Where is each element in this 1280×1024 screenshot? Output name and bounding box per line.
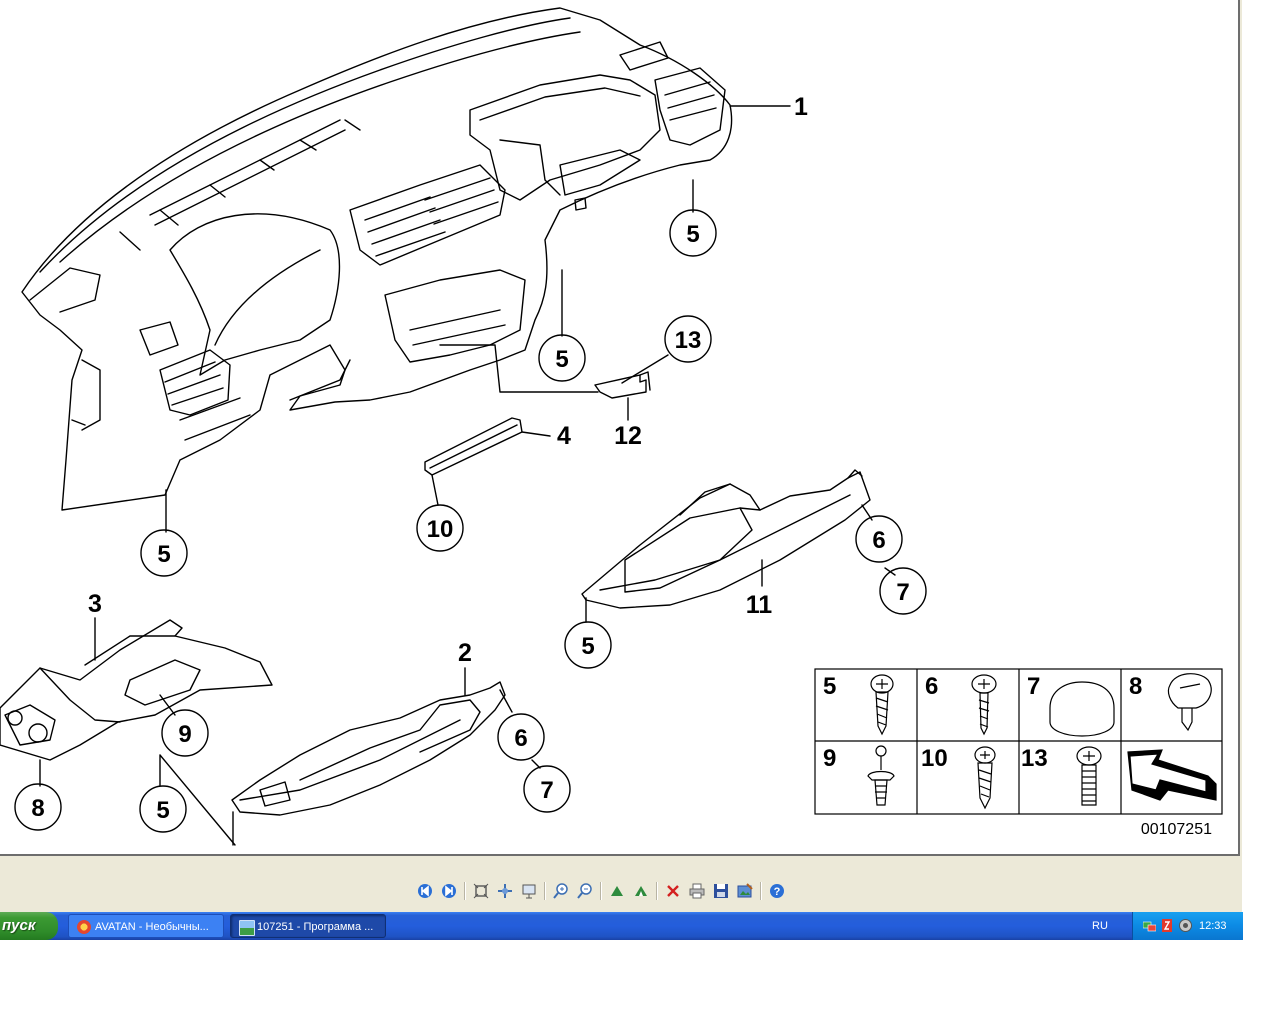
legend-cell-7-label: 7 [1027,673,1040,700]
clip-8-icon [1167,673,1212,732]
taskbar-button-label: 107251 - Программа ... [257,921,374,933]
callout-5b-circle [538,334,586,382]
tray-3-drawing [0,619,273,761]
rotate-right-icon[interactable] [632,882,650,900]
image-viewer-icon [239,920,255,936]
start-button[interactable]: пуск [0,912,58,940]
viewer-toolbar: ? [0,858,1242,912]
screw-6-icon [971,674,997,736]
callout-6a-circle [855,515,903,563]
settings-icon[interactable] [1179,919,1192,932]
legend-cell-8-label: 8 [1129,673,1142,700]
image-canvas[interactable]: 1 2 3 4 11 12 5 5 13 10 5 6 7 5 9 6 7 8 … [0,0,1240,856]
fit-icon[interactable] [472,882,490,900]
screw-10-icon [974,746,996,810]
callout-5c-circle [140,529,188,577]
security-icon[interactable] [1161,919,1174,932]
edit-icon[interactable] [736,882,754,900]
dashboard-drawing [21,7,733,511]
callout-12-label: 12 [614,422,642,450]
callout-9-circle [161,709,209,757]
legend-cell-10-label: 10 [921,745,948,772]
callout-11-label: 11 [746,591,773,619]
screw-5-icon [870,674,894,736]
callout-5a-label: 5 [686,221,699,248]
svg-text:?: ? [774,886,781,898]
fastener-legend [814,668,1223,815]
legend-cell-5-label: 5 [823,673,836,700]
taskbar-button-label: AVATAN - Необычны... [95,921,209,933]
legend-cell-6-label: 6 [925,673,938,700]
legend-cell-9-label: 9 [823,745,836,772]
delete-icon[interactable] [664,882,682,900]
catalog-number: 00107251 [1141,821,1212,838]
callout-3-label: 3 [88,590,102,618]
parts-diagram: 1 2 3 4 11 12 5 5 13 10 5 6 7 5 9 6 7 8 … [0,7,1223,846]
callout-6a-label: 6 [872,527,885,554]
callout-9-label: 9 [178,721,191,748]
callout-5c-label: 5 [157,541,170,568]
slideshow-icon[interactable] [520,882,538,900]
rivet-9-icon [867,745,895,806]
strip-4-drawing [424,417,523,476]
callout-5e-label: 5 [156,797,169,824]
trim-11-drawing [581,469,871,609]
system-tray: 12:33 [1132,912,1243,940]
callout-6b-label: 6 [514,725,527,752]
callout-13-label: 13 [675,327,702,354]
help-icon[interactable]: ? [768,882,786,900]
zoom-in-icon[interactable] [552,882,570,900]
direction-arrow-icon [1127,749,1217,801]
save-icon[interactable] [712,882,730,900]
bracket-12-drawing [594,371,651,399]
callout-5e-circle [139,785,187,833]
callout-10-label: 10 [427,516,454,543]
callout-2-label: 2 [458,639,472,667]
print-icon[interactable] [688,882,706,900]
callout-7b-circle [523,765,571,813]
taskbar: пуск AVATAN - Необычны... 107251 - Прогр… [0,912,1243,940]
actual-size-icon[interactable] [496,882,514,900]
callout-8-label: 8 [31,795,44,822]
callout-4-label: 4 [557,422,571,450]
callout-circles [14,209,927,833]
taskbar-button-image-viewer[interactable]: 107251 - Программа ... [230,914,386,938]
language-indicator[interactable]: RU [1092,920,1108,932]
callout-7a-circle [879,567,927,615]
prev-icon[interactable] [416,882,434,900]
callout-8-circle [14,783,62,831]
screw-13-icon [1076,746,1102,806]
legend-cell-13-label: 13 [1021,745,1048,772]
next-icon[interactable] [440,882,458,900]
rotate-left-icon[interactable] [608,882,626,900]
callout-5a-circle [669,209,717,257]
callout-5d-circle [564,621,612,669]
callout-6b-circle [497,713,545,761]
browser-icon [77,920,91,934]
callout-1-label: 1 [794,93,808,121]
callout-7a-label: 7 [896,579,909,606]
zoom-out-icon[interactable] [576,882,594,900]
callout-10-circle [416,504,464,552]
cap-7-icon [1049,681,1115,737]
callout-13-circle [664,315,712,363]
clock[interactable]: 12:33 [1199,920,1227,932]
callout-7b-label: 7 [540,777,553,804]
callout-5d-label: 5 [581,633,594,660]
trim-2-drawing [231,681,506,816]
image-viewer-window: 1 2 3 4 11 12 5 5 13 10 5 6 7 5 9 6 7 8 … [0,0,1242,912]
taskbar-button-browser[interactable]: AVATAN - Необычны... [68,914,224,938]
callout-5b-label: 5 [555,346,568,373]
network-icon[interactable] [1142,919,1157,932]
